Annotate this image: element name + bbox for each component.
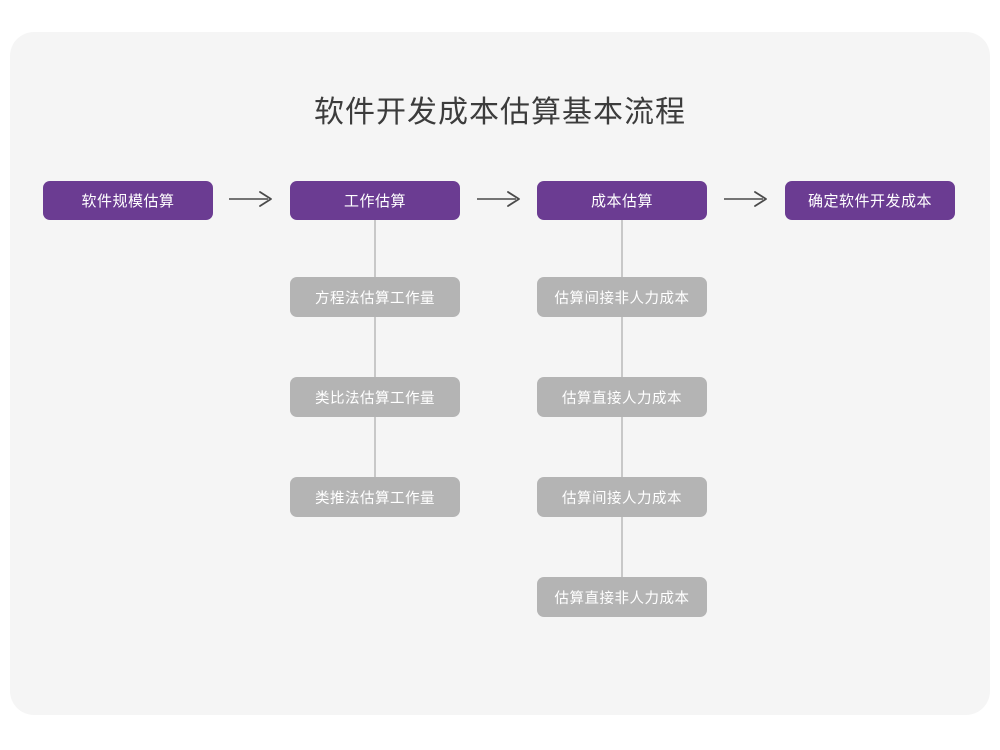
arrow-1-icon — [228, 189, 274, 209]
connector-line-stage-2 — [374, 220, 376, 478]
flow-substep-stage-3-2[interactable]: 估算直接人力成本 — [537, 377, 707, 417]
flow-substep-stage-3-1[interactable]: 估算间接非人力成本 — [537, 277, 707, 317]
flow-substep-stage-2-3[interactable]: 类推法估算工作量 — [290, 477, 460, 517]
flow-substep-stage-3-3[interactable]: 估算间接人力成本 — [537, 477, 707, 517]
flow-node-stage-3[interactable]: 成本估算 — [537, 181, 707, 220]
flow-node-stage-1[interactable]: 软件规模估算 — [43, 181, 213, 220]
arrow-3-icon — [723, 189, 769, 209]
diagram-card — [10, 32, 990, 715]
flow-node-stage-2[interactable]: 工作估算 — [290, 181, 460, 220]
flow-substep-stage-2-1[interactable]: 方程法估算工作量 — [290, 277, 460, 317]
flow-node-stage-4[interactable]: 确定软件开发成本 — [785, 181, 955, 220]
flow-substep-stage-3-4[interactable]: 估算直接非人力成本 — [537, 577, 707, 617]
flow-substep-stage-2-2[interactable]: 类比法估算工作量 — [290, 377, 460, 417]
page-title: 软件开发成本估算基本流程 — [314, 96, 686, 129]
arrow-2-icon — [476, 189, 522, 209]
